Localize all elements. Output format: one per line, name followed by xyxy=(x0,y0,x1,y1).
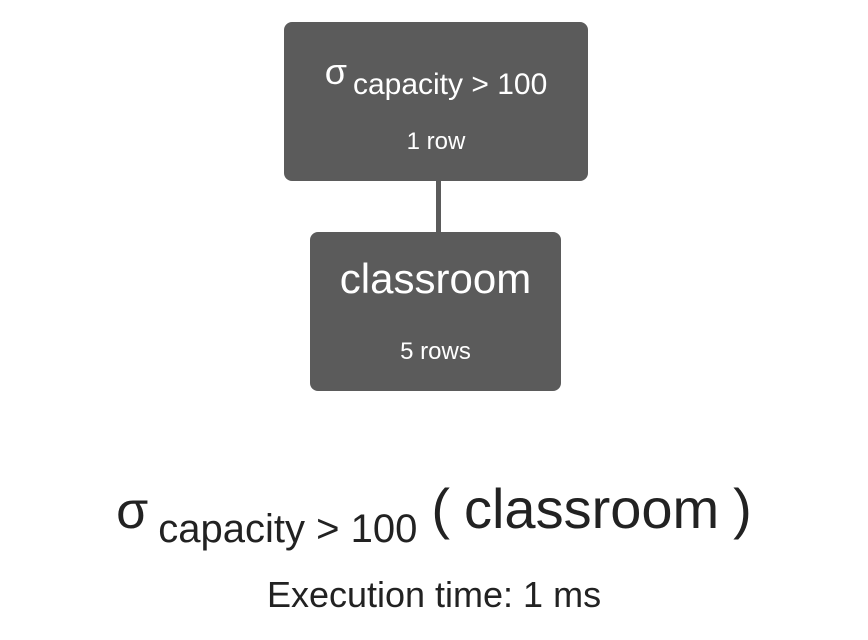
expression-close-paren: ) xyxy=(733,477,752,540)
relation-name: classroom xyxy=(339,255,532,302)
selection-row-count: 1 row xyxy=(406,128,466,155)
relation-node[interactable]: classroom 5 rows xyxy=(310,232,561,391)
execution-time: Execution time: 1 ms xyxy=(266,574,602,615)
selection-condition: capacity > 100 xyxy=(352,68,548,101)
expression-open-paren: ( xyxy=(431,477,450,540)
selection-operator: σ xyxy=(324,51,347,92)
expression-relation: classroom xyxy=(463,477,720,540)
tree-edge xyxy=(436,181,441,232)
relation-row-count: 5 rows xyxy=(400,338,471,365)
expression-operator: σ xyxy=(116,482,149,540)
expression-condition: capacity > 100 xyxy=(158,507,418,551)
